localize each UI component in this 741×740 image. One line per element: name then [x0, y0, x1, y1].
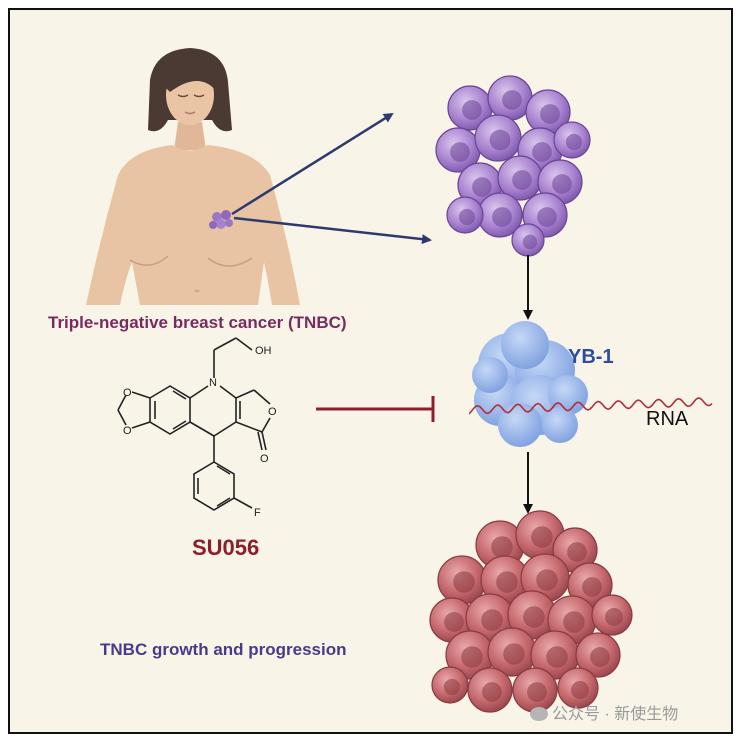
cell-nucleus	[503, 643, 525, 665]
arrow-to-cells-lower	[233, 216, 432, 245]
yb1-protein-icon	[472, 321, 588, 447]
inhibition-arrow	[316, 396, 435, 422]
drug-label: SU056	[192, 535, 260, 560]
cell-nucleus	[540, 104, 560, 124]
cell-nucleus	[492, 207, 512, 227]
cell-nucleus	[444, 612, 464, 632]
cell-nucleus	[590, 647, 610, 667]
cell-nucleus	[565, 133, 583, 151]
cell-nucleus	[527, 682, 547, 702]
cell-nucleus	[482, 682, 502, 702]
cell-nucleus	[522, 234, 538, 250]
atom-o-dioxole-top: O	[123, 387, 132, 399]
cell-nucleus	[491, 536, 513, 558]
cell-nucleus	[462, 100, 482, 120]
cell-nucleus	[571, 681, 589, 699]
cell-nucleus	[537, 207, 557, 227]
purple-cell-cluster-icon	[435, 75, 591, 257]
cell-nucleus	[443, 678, 461, 696]
cell-nucleus	[458, 208, 476, 226]
atom-f: F	[254, 507, 261, 519]
rna-strand-icon	[469, 397, 713, 415]
cell-nucleus	[461, 646, 483, 668]
atom-o-carbonyl: O	[260, 453, 269, 465]
cell-nucleus	[489, 129, 511, 151]
rna-label: RNA	[646, 408, 689, 430]
cell-nucleus	[481, 609, 503, 631]
cell-nucleus	[567, 542, 587, 562]
watermark: 公众号 · 新使生物	[530, 700, 678, 724]
yb1-label: YB-1	[568, 346, 614, 368]
cell-nucleus	[472, 177, 492, 197]
arrow-to-cells-upper	[231, 112, 394, 216]
watermark-text: 公众号 · 新使生物	[552, 706, 679, 723]
red-cell-cluster-icon	[429, 510, 633, 713]
outcome-label: TNBC growth and progression	[100, 640, 347, 659]
cell-nucleus	[536, 569, 558, 591]
tnbc-label: Triple-negative breast cancer (TNBC)	[48, 313, 347, 332]
atom-oh: OH	[255, 345, 272, 357]
cell-nucleus	[605, 608, 623, 626]
atom-n: N	[209, 377, 217, 389]
cell-nucleus	[496, 571, 518, 593]
su056-structure	[117, 337, 271, 511]
cell-nucleus	[563, 611, 585, 633]
cell-nucleus	[582, 577, 602, 597]
cell-nucleus	[552, 174, 572, 194]
woman-torso-icon	[86, 48, 300, 305]
wechat-icon	[530, 707, 548, 721]
cell-nucleus	[532, 142, 552, 162]
su056-atom-labels: N OH O O O O F	[123, 345, 277, 519]
cell-nucleus	[453, 571, 475, 593]
breast-tumor-icon	[209, 210, 233, 229]
cell-nucleus	[546, 646, 568, 668]
cell-nucleus	[531, 526, 553, 548]
cell-nucleus	[523, 606, 545, 628]
cell-nucleus	[450, 142, 470, 162]
atom-o-furan: O	[268, 406, 277, 418]
cell-nucleus	[512, 170, 532, 190]
cell-nucleus	[502, 90, 522, 110]
atom-o-dioxole-bottom: O	[123, 425, 132, 437]
